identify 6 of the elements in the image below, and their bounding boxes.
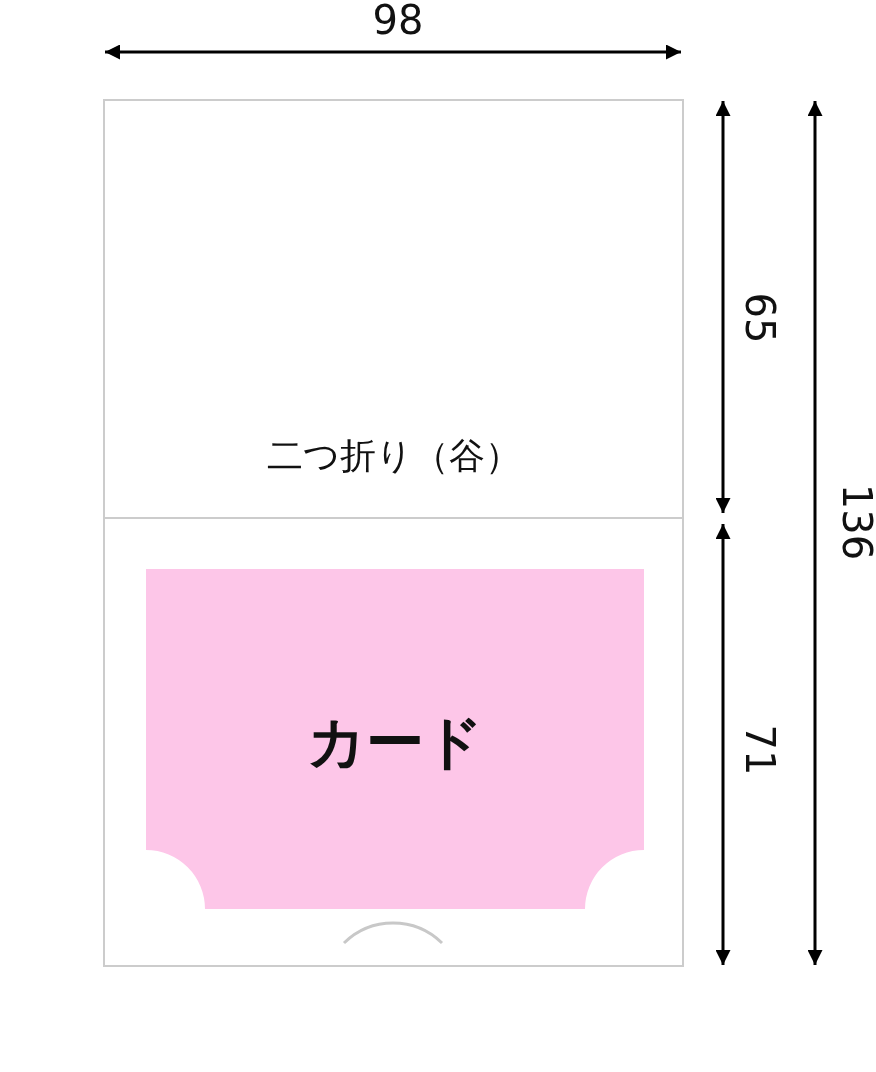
dimension-label: 98 bbox=[372, 0, 424, 40]
fold-label: 二つ折り（谷） bbox=[265, 434, 522, 478]
dimension-label: 71 bbox=[740, 724, 780, 776]
dimension-label: 136 bbox=[837, 483, 876, 561]
dimension-label: 65 bbox=[740, 292, 780, 344]
card-label: カード bbox=[306, 707, 484, 778]
